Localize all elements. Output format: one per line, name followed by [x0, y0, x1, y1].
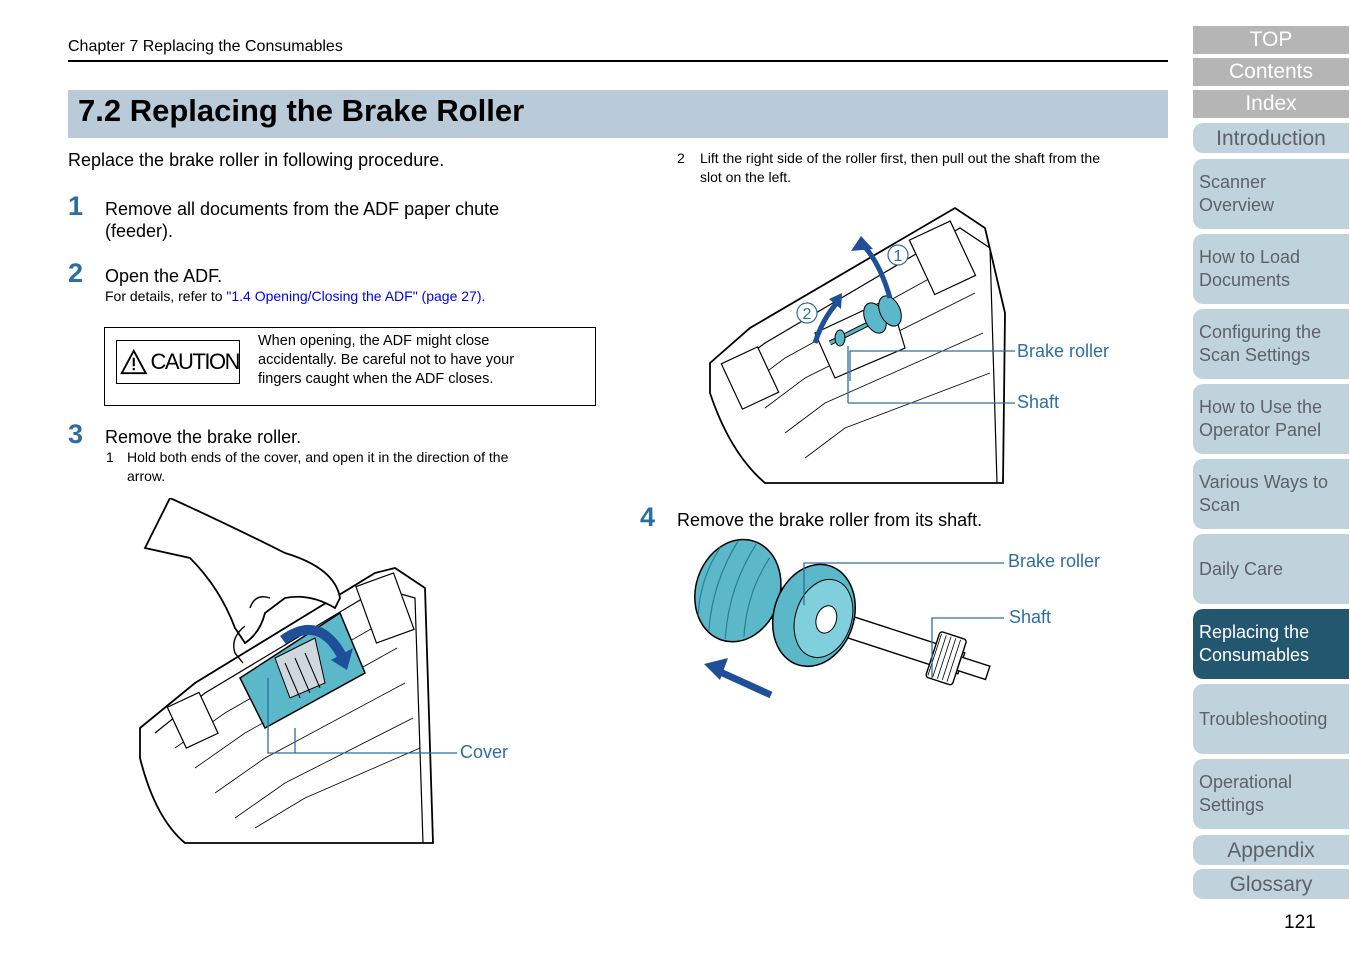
chapter-header: Chapter 7 Replacing the Consumables — [68, 38, 343, 55]
step-1-number: 1 — [68, 191, 84, 221]
intro-text: Replace the brake roller in following pr… — [68, 150, 445, 170]
nav-label-line2: Overview — [1199, 195, 1275, 215]
step-1-line2: (feeder). — [105, 221, 174, 241]
caution-label: CAUTION — [116, 340, 240, 384]
nav-label-line1: Troubleshooting — [1199, 708, 1328, 729]
nav-label-line2: Scan — [1199, 495, 1241, 515]
caution-line2: accidentally. Be careful not to have you… — [258, 352, 515, 368]
roller-removal-illustration — [694, 538, 1004, 699]
nav-daily-care[interactable]: Daily Care — [1193, 534, 1349, 604]
caution-line3: fingers caught when the ADF closes. — [258, 371, 494, 387]
section-title: 7.2 Replacing the Brake Roller — [78, 93, 525, 128]
shaft-callout-1: Shaft — [1017, 392, 1060, 412]
step-2-detail: For details, refer to "1.4 Opening/Closi… — [105, 287, 485, 306]
caution-box — [104, 327, 596, 406]
nav-index-button[interactable]: Index — [1193, 90, 1349, 118]
nav-label-line1: Scanner — [1199, 172, 1267, 192]
step-2-text: Open the ADF. — [105, 266, 223, 286]
caution-line1: When opening, the ADF might close — [258, 333, 490, 349]
step-3-sub1-line2: arrow. — [127, 468, 166, 484]
step-2-detail-prefix: For details, refer to — [105, 288, 227, 304]
caution-label-text: CAUTION — [150, 349, 241, 374]
section-title-bar — [68, 90, 1168, 138]
marker-1-label: 1 — [894, 248, 903, 265]
step-3-text: Remove the brake roller. — [105, 427, 302, 447]
step-4-number: 4 — [640, 502, 656, 532]
page-number: 121 — [1284, 912, 1316, 933]
nav-label-line1: Various Ways to — [1199, 472, 1329, 492]
marker-2-label: 2 — [803, 306, 812, 323]
nav-glossary[interactable]: Glossary — [1193, 869, 1349, 899]
nav-contents-button[interactable]: Contents — [1193, 58, 1349, 86]
step-3-sub2-text: Lift the right side of the roller first,… — [700, 149, 1100, 187]
nav-label-line1: Replacing the — [1199, 622, 1310, 642]
caution-text: When opening, the ADF might close accide… — [258, 332, 514, 389]
nav-label-line2: Settings — [1199, 795, 1265, 815]
step-3-sub2-line1: Lift the right side of the roller first,… — [700, 150, 1100, 166]
shaft-callout-2: Shaft — [1009, 607, 1052, 627]
step-3-sub1-text: Hold both ends of the cover, and open it… — [127, 448, 508, 486]
step-3-sub1-number: 1 — [106, 449, 114, 465]
nav-label-line2: Consumables — [1199, 645, 1310, 665]
warning-triangle-icon — [120, 348, 148, 375]
nav-label-line1: Configuring the — [1199, 322, 1322, 342]
nav-label-line1: How to Load — [1199, 247, 1301, 267]
nav-top-button[interactable]: TOP — [1193, 26, 1349, 54]
header-rule — [68, 60, 1168, 62]
nav-label-line1: Operational — [1199, 772, 1293, 792]
step-3-sub2-line2: slot on the left. — [700, 169, 792, 185]
step-1-text: Remove all documents from the ADF paper … — [105, 198, 499, 242]
nav-appendix-label: Appendix — [1227, 838, 1315, 862]
nav-various-ways-to-scan[interactable]: Various Ways to Scan — [1193, 459, 1349, 529]
opening-closing-adf-link[interactable]: "1.4 Opening/Closing the ADF" (page 27) — [226, 288, 482, 304]
nav-introduction[interactable]: Introduction — [1193, 123, 1349, 153]
nav-appendix[interactable]: Appendix — [1193, 835, 1349, 865]
nav-introduction-label: Introduction — [1216, 126, 1326, 150]
step-3-sub1-line1: Hold both ends of the cover, and open it… — [127, 449, 509, 465]
nav-label-line1: How to Use the — [1199, 397, 1323, 417]
nav-label-line1: Daily Care — [1199, 558, 1284, 579]
step-3-number: 3 — [68, 419, 84, 449]
nav-glossary-label: Glossary — [1229, 872, 1313, 896]
lift-roller-illustration: 1 2 — [709, 206, 1015, 484]
step-2-number: 2 — [68, 258, 84, 288]
nav-label-line2: Scan Settings — [1199, 345, 1311, 365]
cover-callout: Cover — [460, 742, 509, 762]
step-1-line1: Remove all documents from the ADF paper … — [105, 199, 500, 219]
nav-label-line2: Documents — [1199, 270, 1291, 290]
nav-label-line2: Operator Panel — [1199, 420, 1322, 440]
step-3-sub2-number: 2 — [677, 150, 685, 166]
step-4-text: Remove the brake roller from its shaft. — [677, 510, 983, 530]
open-cover-illustration — [139, 498, 457, 844]
step-2-detail-suffix: . — [481, 288, 486, 304]
brake-roller-callout-1: Brake roller — [1017, 341, 1110, 361]
brake-roller-callout-2: Brake roller — [1008, 551, 1101, 571]
nav-troubleshooting[interactable]: Troubleshooting — [1193, 684, 1349, 754]
